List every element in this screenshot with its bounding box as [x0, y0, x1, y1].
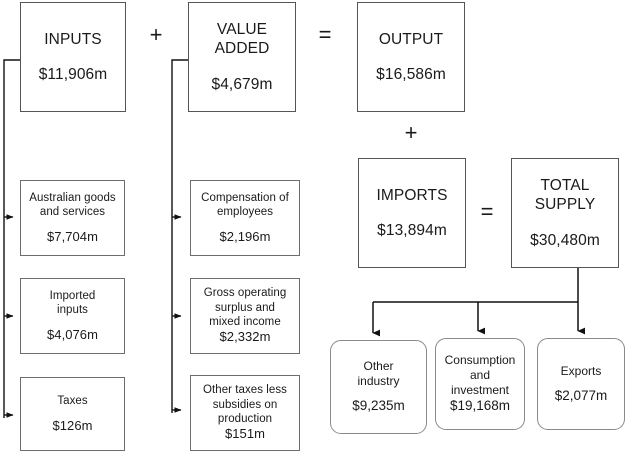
component-label-line2: subsidies on: [212, 398, 278, 411]
component-label-line2: and services: [39, 205, 106, 218]
use-value: $2,077m: [554, 387, 608, 403]
use-label-line1: Consumption: [444, 353, 516, 368]
box-australian-goods-and-services: Australian goods and services $7,704m: [20, 180, 125, 256]
box-output: OUTPUT $16,586m: [357, 2, 465, 112]
operator-plus-output-imports: +: [404, 120, 418, 145]
component-label-line2: inputs: [57, 303, 88, 316]
component-label-line1: Australian goods: [29, 191, 116, 204]
inputs-value: $11,906m: [38, 66, 108, 83]
box-inputs: INPUTS $11,906m: [20, 2, 126, 112]
component-label-line1: Taxes: [57, 394, 88, 407]
total-supply-value: $30,480m: [530, 231, 600, 249]
output-label: OUTPUT: [378, 30, 444, 48]
component-label-line2: employees: [216, 205, 274, 218]
box-consumption-and-investment: Consumption and investment $19,168m: [435, 338, 525, 430]
component-label-line1: Gross operating: [203, 287, 287, 300]
value-added-label-line1: VALUE: [216, 20, 268, 38]
use-label-line2: industry: [357, 374, 400, 389]
output-value: $16,586m: [376, 66, 446, 83]
box-gross-operating-surplus: Gross operating surplus and mixed income…: [190, 278, 300, 354]
use-value: $19,168m: [449, 398, 511, 414]
total-supply-distribution-connectors: [372, 268, 585, 337]
total-supply-label-line2: SUPPLY: [534, 196, 596, 214]
operator-equals-total-supply: =: [480, 199, 494, 224]
box-imports: IMPORTS $13,894m: [358, 158, 466, 268]
box-other-industry: Other industry $9,235m: [330, 340, 427, 434]
use-value: $9,235m: [352, 398, 405, 414]
box-value-added: VALUE ADDED $4,679m: [188, 2, 296, 112]
component-label-line1: Other taxes less: [203, 384, 287, 397]
component-label-line1: Imported: [49, 289, 96, 302]
component-value: $126m: [52, 418, 93, 434]
box-total-supply: TOTAL SUPPLY $30,480m: [511, 158, 619, 268]
operator-plus-inputs-valueadded: +: [149, 22, 163, 47]
box-exports: Exports $2,077m: [537, 338, 625, 430]
use-label-line1: Exports: [560, 363, 602, 378]
imports-label: IMPORTS: [376, 186, 448, 204]
box-imported-inputs: Imported inputs $4,076m: [20, 278, 125, 354]
component-value: $2,196m: [219, 229, 271, 245]
use-label-line1: Other: [363, 359, 394, 374]
inputs-label: INPUTS: [44, 30, 102, 48]
total-supply-label-line1: TOTAL: [540, 176, 590, 194]
value-added-breakdown-connectors: [171, 59, 188, 413]
component-value: $7,704m: [47, 229, 98, 245]
component-label-line1: Compensation of: [201, 191, 289, 204]
use-label-line2: and: [469, 368, 491, 383]
box-other-taxes-less-subsidies: Other taxes less subsidies on production…: [190, 375, 300, 451]
component-label-line3: mixed income: [209, 316, 281, 329]
component-value: $151m: [225, 426, 265, 442]
value-added-label-line2: ADDED: [214, 40, 270, 58]
operator-equals-output: =: [318, 22, 332, 47]
value-added-value: $4,679m: [211, 75, 273, 93]
use-label-line3: investment: [450, 383, 510, 398]
imports-value: $13,894m: [377, 222, 447, 239]
box-taxes: Taxes $126m: [20, 377, 125, 451]
component-value: $4,076m: [47, 327, 98, 343]
component-label-line3: production: [217, 413, 273, 426]
component-value: $2,332m: [219, 329, 271, 345]
box-compensation-of-employees: Compensation of employees $2,196m: [190, 180, 300, 256]
inputs-breakdown-connectors: [3, 59, 20, 418]
component-label-line2: surplus and: [214, 301, 275, 314]
